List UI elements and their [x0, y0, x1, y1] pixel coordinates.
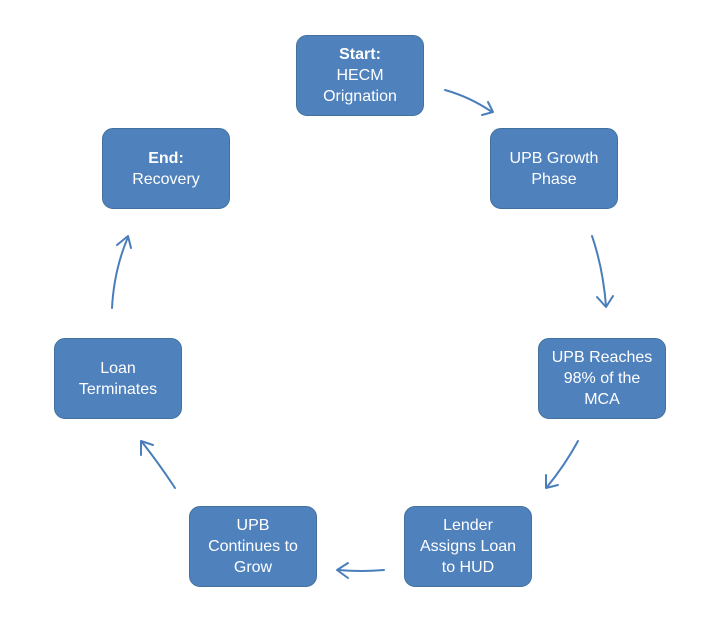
node-line: Terminates	[78, 380, 158, 398]
node-line: HECM	[336, 67, 384, 84]
arrow-continues-to-terminates	[140, 440, 176, 489]
node-line: Loan	[100, 359, 136, 377]
node-line: Continues to	[208, 538, 298, 555]
node-line: MCA	[584, 391, 620, 408]
node-line: UPB Reaches	[551, 349, 653, 366]
node-upb-reaches-98-mca: UPB Reaches 98% of the MCA	[538, 338, 666, 419]
node-upb-growth-phase: UPB Growth Phase	[490, 128, 618, 209]
arrow-reaches-to-assigns	[545, 440, 579, 489]
node-line: End:	[148, 149, 184, 167]
node-line: Grow	[233, 559, 273, 576]
node-line: Recovery	[132, 170, 200, 188]
node-line: 98% of the	[563, 370, 641, 387]
node-start-hecm-origination: Start: HECM Orignation	[296, 35, 424, 116]
node-line: Orignation	[323, 88, 397, 105]
arrow-start-to-growth	[444, 89, 494, 116]
node-end-recovery: End: Recovery	[102, 128, 230, 209]
node-line: UPB Growth	[509, 149, 599, 167]
node-lender-assigns-loan: Lender Assigns Loan to HUD	[404, 506, 532, 587]
arrow-terminates-to-end	[111, 235, 132, 309]
node-line: Assigns Loan	[419, 538, 517, 555]
node-loan-terminates: Loan Terminates	[54, 338, 182, 419]
node-line: to HUD	[441, 559, 495, 576]
node-upb-continues-to-grow: UPB Continues to Grow	[189, 506, 317, 587]
arrow-growth-to-reaches	[591, 235, 614, 308]
node-line: Start:	[339, 46, 381, 63]
node-line: UPB	[236, 517, 270, 534]
node-line: Phase	[531, 170, 577, 188]
node-line: Lender	[443, 517, 493, 534]
arrow-assigns-to-continues	[336, 562, 385, 579]
